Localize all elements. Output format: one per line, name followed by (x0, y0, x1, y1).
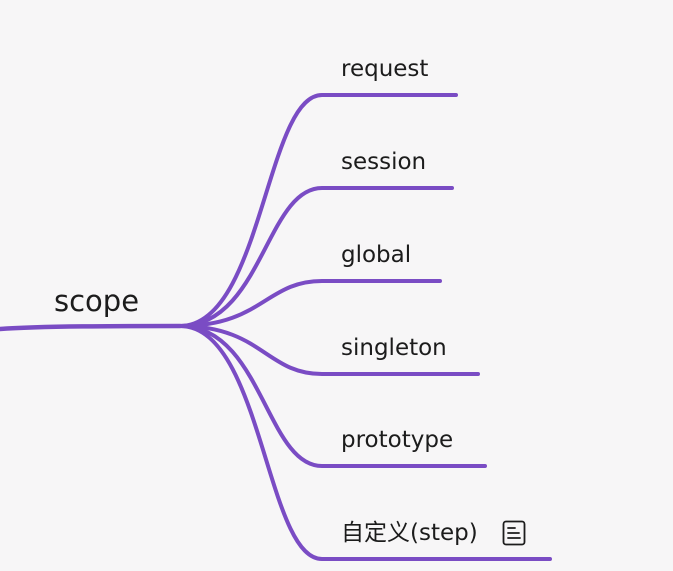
note-icon[interactable] (502, 520, 526, 546)
branch-connector-custom-step (178, 324, 552, 561)
branch-node-session[interactable]: session (341, 149, 427, 175)
branch-connector-prototype (178, 324, 487, 468)
branch-node-request[interactable]: request (341, 56, 429, 82)
branch-connector-global (178, 279, 442, 328)
branch-node-singleton[interactable]: singleton (341, 335, 447, 361)
root-connector (0, 323, 183, 332)
root-node-label[interactable]: scope (54, 284, 140, 318)
branch-node-prototype[interactable]: prototype (341, 427, 454, 453)
branch-connector-session (178, 186, 454, 328)
branch-connector-singleton (178, 324, 480, 376)
branch-node-global[interactable]: global (341, 242, 412, 268)
branch-node-custom-step[interactable]: 自定义(step) (341, 520, 478, 546)
branch-connector-request (178, 93, 458, 328)
